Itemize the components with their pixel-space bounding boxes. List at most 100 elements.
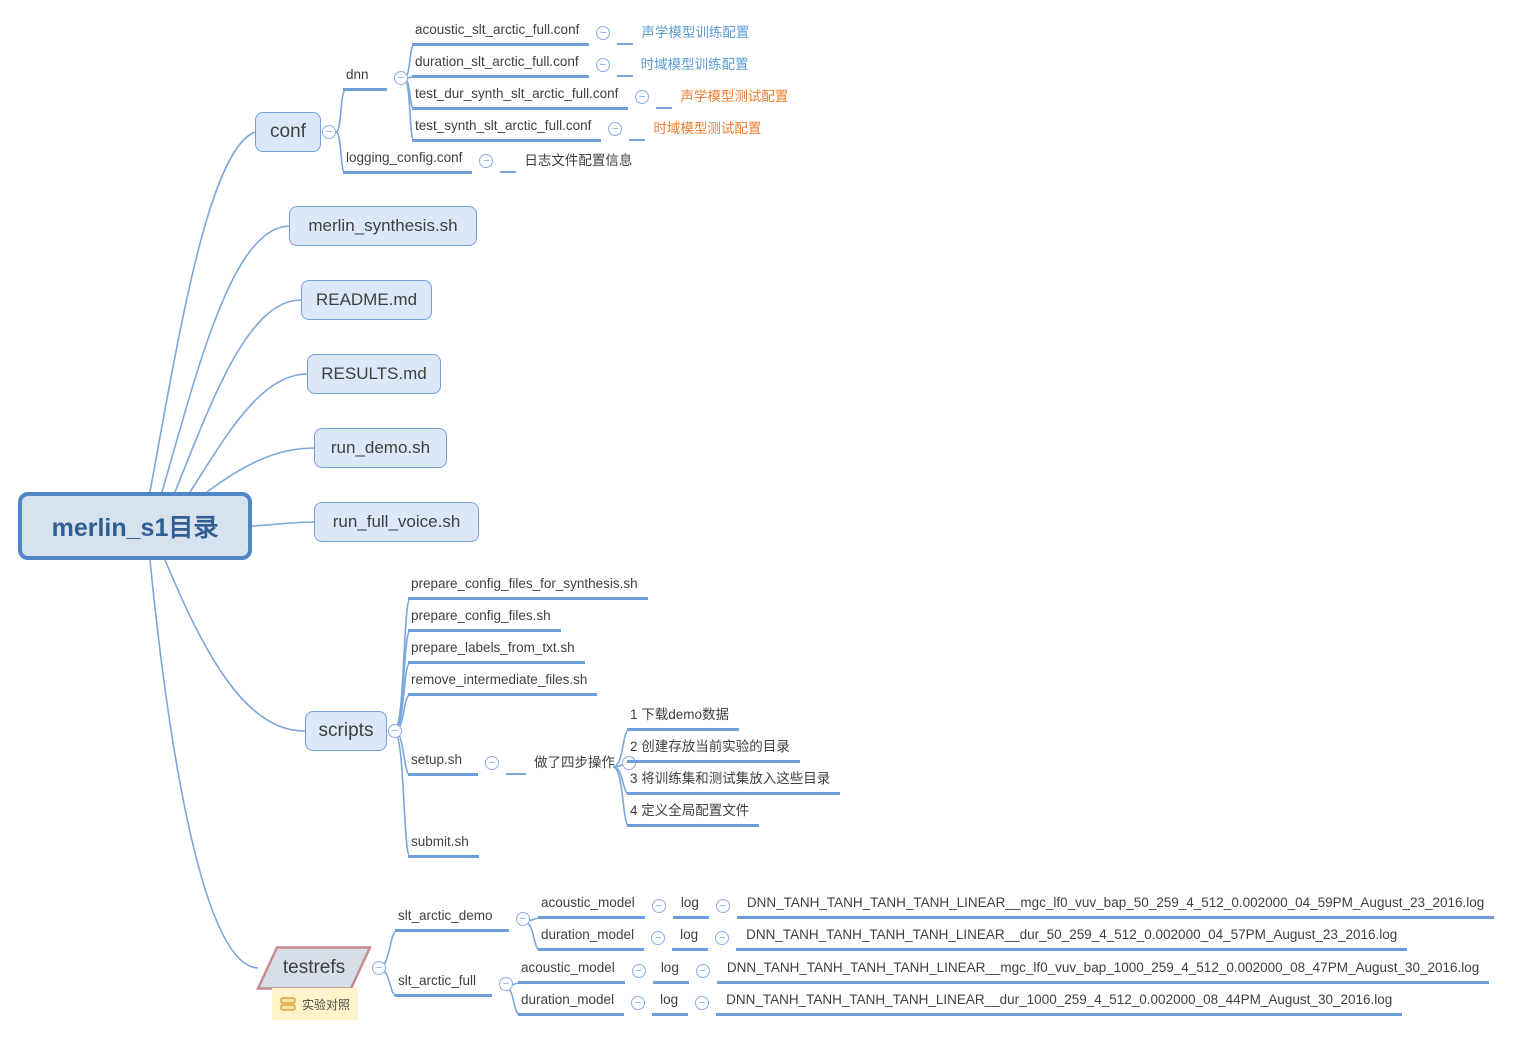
connector-stub: [500, 171, 517, 173]
model-row[interactable]: duration_model log DNN_TANH_TANH_TANH_TA…: [518, 990, 1403, 1016]
model-label[interactable]: duration_model: [538, 926, 645, 951]
file-label[interactable]: duration_slt_arctic_full.conf: [412, 53, 589, 78]
file-row[interactable]: acoustic_slt_arctic_full.conf 声学模型训练配置: [412, 20, 749, 46]
collapse-icon[interactable]: [596, 26, 611, 40]
file-label[interactable]: test_dur_synth_slt_arctic_full.conf: [412, 85, 629, 110]
collapse-icon[interactable]: [651, 931, 666, 945]
model-row[interactable]: acoustic_model log DNN_TANH_TANH_TANH_TA…: [518, 958, 1490, 984]
setup-step[interactable]: 2 创建存放当前实验的目录: [627, 738, 800, 763]
collapse-icon[interactable]: [695, 964, 710, 978]
script-row[interactable]: prepare_config_files_for_synthesis.sh: [408, 574, 648, 600]
testrefs-tag-label[interactable]: 实验对照: [272, 988, 358, 1020]
collapse-icon[interactable]: [715, 899, 730, 913]
label-icon: [280, 997, 296, 1011]
setup-step-row[interactable]: 2 创建存放当前实验的目录: [627, 737, 800, 763]
script-row-setup[interactable]: setup.sh 做了四步操作: [408, 750, 643, 776]
log-file-label[interactable]: DNN_TANH_TANH_TANH_TANH_LINEAR__mgc_lf0_…: [716, 959, 1490, 984]
collapse-icon[interactable]: [479, 154, 494, 168]
collapse-icon[interactable]: [631, 964, 646, 978]
collapse-icon[interactable]: [622, 756, 637, 770]
setup-step-row[interactable]: 4 定义全局配置文件: [627, 801, 760, 827]
script-row[interactable]: prepare_labels_from_txt.sh: [408, 638, 585, 664]
script-label[interactable]: submit.sh: [408, 833, 479, 858]
topic-conf[interactable]: conf: [255, 112, 321, 152]
collapse-icon[interactable]: [372, 961, 386, 975]
file-label[interactable]: logging_config.conf: [343, 149, 473, 174]
collapse-icon[interactable]: [715, 931, 730, 945]
topic-label: run_full_voice.sh: [332, 512, 461, 531]
file-note[interactable]: 时域模型测试配置: [653, 121, 762, 136]
group-row[interactable]: slt_arctic_demo: [395, 906, 537, 932]
setup-step[interactable]: 1 下载demo数据: [627, 706, 740, 731]
script-label[interactable]: prepare_config_files.sh: [408, 607, 561, 632]
topic-label: run_demo.sh: [330, 438, 431, 457]
log-file-label[interactable]: DNN_TANH_TANH_TANH_TANH_LINEAR__mgc_lf0_…: [736, 894, 1495, 919]
group-row[interactable]: slt_arctic_full: [395, 971, 520, 997]
topic-scripts[interactable]: scripts: [305, 711, 387, 751]
topic-conf-label: conf: [270, 121, 306, 142]
topic-run-full-voice-sh[interactable]: run_full_voice.sh: [314, 502, 479, 542]
script-row[interactable]: remove_intermediate_files.sh: [408, 670, 598, 696]
collapse-icon[interactable]: [485, 756, 500, 770]
script-label[interactable]: remove_intermediate_files.sh: [408, 671, 598, 696]
topic-dnn-label[interactable]: dnn: [343, 66, 387, 91]
collapse-icon[interactable]: [515, 912, 530, 926]
file-label[interactable]: acoustic_slt_arctic_full.conf: [412, 21, 590, 46]
collapse-icon[interactable]: [322, 125, 336, 139]
file-row[interactable]: test_dur_synth_slt_arctic_full.conf 声学模型…: [412, 84, 788, 110]
model-row[interactable]: acoustic_model log DNN_TANH_TANH_TANH_TA…: [538, 893, 1495, 919]
setup-note[interactable]: 做了四步操作: [534, 755, 616, 770]
script-row[interactable]: prepare_config_files.sh: [408, 606, 561, 632]
file-row[interactable]: duration_slt_arctic_full.conf 时域模型训练配置: [412, 52, 749, 78]
connector-stub: [656, 107, 673, 109]
root-topic-merlin-s1[interactable]: merlin_s1目录: [18, 492, 252, 560]
folder-label[interactable]: log: [672, 926, 709, 951]
file-row[interactable]: test_synth_slt_arctic_full.conf 时域模型测试配置: [412, 116, 761, 142]
collapse-icon[interactable]: [695, 996, 710, 1010]
folder-label[interactable]: log: [652, 991, 689, 1016]
group-label[interactable]: slt_arctic_demo: [395, 907, 509, 932]
topic-readme-md[interactable]: README.md: [301, 280, 432, 320]
file-row[interactable]: logging_config.conf 日志文件配置信息: [343, 148, 632, 174]
connector-stub: [616, 75, 633, 77]
model-label[interactable]: acoustic_model: [538, 894, 645, 919]
collapse-icon[interactable]: [499, 977, 514, 991]
collapse-icon[interactable]: [631, 996, 646, 1010]
collapse-icon[interactable]: [388, 724, 402, 738]
setup-step-row[interactable]: 1 下载demo数据: [627, 705, 740, 731]
file-note[interactable]: 时域模型训练配置: [640, 57, 749, 72]
topic-scripts-label: scripts: [318, 720, 374, 741]
log-file-label[interactable]: DNN_TANH_TANH_TANH_TANH_LINEAR__dur_1000…: [716, 991, 1403, 1016]
topic-run-demo-sh[interactable]: run_demo.sh: [314, 428, 447, 468]
topic-label: RESULTS.md: [321, 364, 427, 383]
model-row[interactable]: duration_model log DNN_TANH_TANH_TANH_TA…: [538, 925, 1408, 951]
connector-stub: [629, 139, 646, 141]
setup-step[interactable]: 3 将训练集和测试集放入这些目录: [627, 770, 841, 795]
root-topic-label: merlin_s1目录: [51, 514, 219, 542]
group-label[interactable]: slt_arctic_full: [395, 972, 493, 997]
model-label[interactable]: acoustic_model: [518, 959, 625, 984]
file-note[interactable]: 声学模型测试配置: [680, 89, 789, 104]
topic-results-md[interactable]: RESULTS.md: [307, 354, 441, 394]
setup-step-row[interactable]: 3 将训练集和测试集放入这些目录: [627, 769, 841, 795]
script-label[interactable]: prepare_labels_from_txt.sh: [408, 639, 585, 664]
topic-dnn[interactable]: dnn: [343, 65, 415, 91]
collapse-icon[interactable]: [651, 899, 666, 913]
topic-testrefs[interactable]: testrefs: [256, 946, 372, 990]
model-label[interactable]: duration_model: [518, 991, 625, 1016]
collapse-icon[interactable]: [608, 122, 623, 136]
collapse-icon[interactable]: [595, 58, 610, 72]
collapse-icon[interactable]: [393, 71, 408, 85]
folder-label[interactable]: log: [652, 959, 689, 984]
setup-step[interactable]: 4 定义全局配置文件: [627, 802, 760, 827]
log-file-label[interactable]: DNN_TANH_TANH_TANH_TANH_LINEAR__dur_50_2…: [736, 926, 1408, 951]
file-note[interactable]: 日志文件配置信息: [524, 153, 633, 168]
script-label[interactable]: prepare_config_files_for_synthesis.sh: [408, 575, 648, 600]
topic-merlin-synthesis-sh[interactable]: merlin_synthesis.sh: [289, 206, 477, 246]
script-label[interactable]: setup.sh: [408, 751, 479, 776]
file-label[interactable]: test_synth_slt_arctic_full.conf: [412, 117, 602, 142]
script-row[interactable]: submit.sh: [408, 832, 479, 858]
collapse-icon[interactable]: [635, 90, 650, 104]
folder-label[interactable]: log: [672, 894, 709, 919]
file-note[interactable]: 声学模型训练配置: [641, 25, 750, 40]
